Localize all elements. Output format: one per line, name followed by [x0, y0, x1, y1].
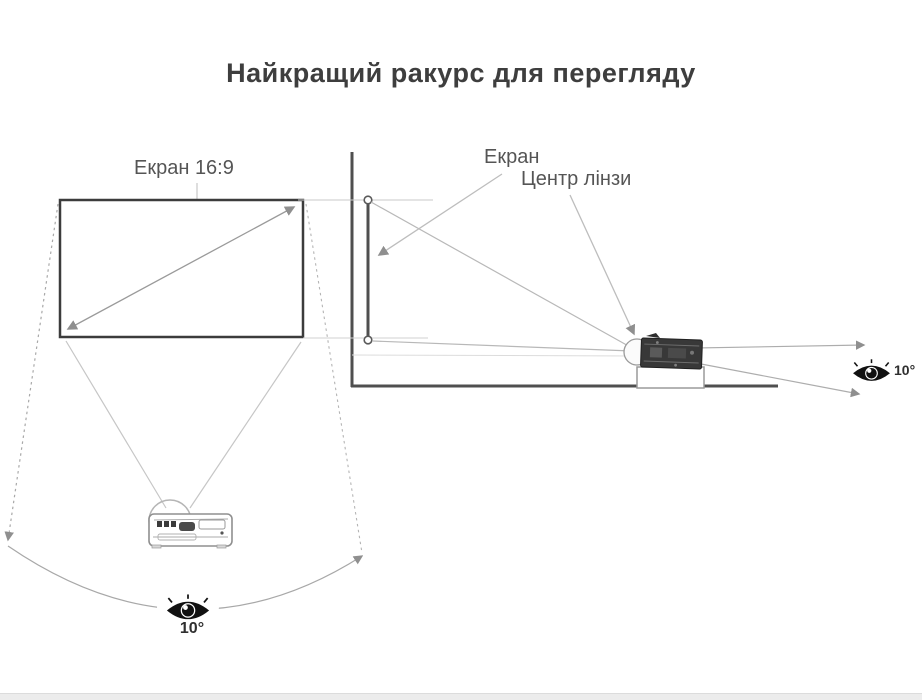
side-screen-label: Екран [484, 146, 540, 168]
page-title: Найкращий ракурс для перегляду [226, 58, 696, 88]
beam-screen-bottom-to-lens [372, 340, 633, 352]
screen-side-label-leader [377, 173, 503, 256]
side-viewer [844, 356, 898, 386]
projector-front-illustration [148, 499, 233, 549]
front-screen-rect [58, 198, 305, 339]
front-viewer [157, 591, 219, 623]
projection-line-right [189, 341, 302, 509]
projection-line-left [65, 340, 167, 509]
side-screen-bottom-node [363, 335, 373, 345]
helper-line-lens-height [351, 354, 641, 357]
projector-pedestal [636, 366, 705, 389]
lens-center-label: Центр лінзи [521, 168, 632, 190]
screen-diagonal-arrow [66, 206, 296, 330]
beam-screen-top-to-lens [370, 201, 633, 349]
lens-center-label-leader [569, 194, 636, 336]
front-viewing-angle-value: 10° [179, 620, 205, 637]
angle-edge-dotted-right [305, 203, 363, 554]
front-screen-label: Екран 16:9 [134, 157, 234, 179]
projector-side-illustration [623, 333, 705, 389]
bottom-strip [0, 693, 922, 700]
side-screen-top-node [363, 195, 373, 205]
angle-edge-dotted-left [4, 203, 59, 542]
side-viewing-angle-value: 10° [894, 362, 916, 378]
projector-front-lens [179, 522, 195, 531]
